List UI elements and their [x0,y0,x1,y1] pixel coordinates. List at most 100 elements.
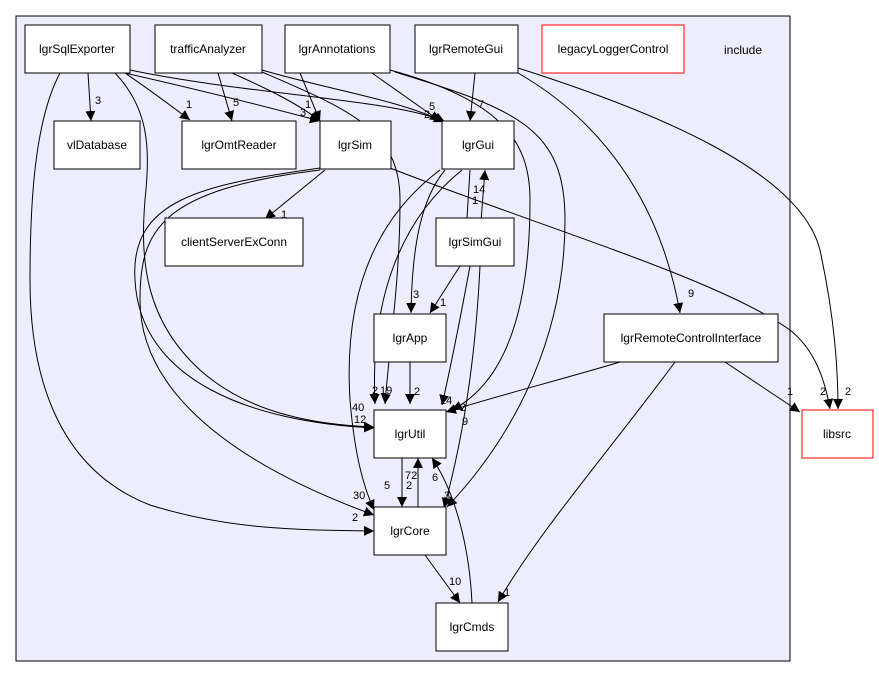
node-label: lgrRemoteGui [429,42,503,56]
edge-label: 2 [820,386,826,398]
edge-label: 1 [787,386,793,398]
edge-label: 9 [688,288,694,300]
edge-label: 2 [352,512,358,524]
edge-simgui-lgrcore [441,265,481,509]
edge-label: 1 [504,587,510,599]
edge-label: 3 [95,95,101,107]
edge-lgrcmds-lgrutil [431,457,473,604]
edge-lgrsim-libsrc [389,167,834,410]
node-label: clientServerExConn [181,235,287,249]
node-label: lgrUtil [395,427,426,441]
edge-lgrcore-lgrcmds [424,554,461,604]
node-lgrsim[interactable]: lgrSim [319,120,392,170]
edge-label: 2 [406,480,412,492]
edge-sqlexporter-lgrsim [124,72,321,124]
edge-anno-lgrcore [394,71,566,508]
node-label: lgrCore [390,524,430,538]
edges [29,67,843,604]
edge-anno-lgrgui [371,72,441,122]
edge-label: 2 [414,386,420,398]
node-clientserverexconn[interactable]: clientServerExConn [164,217,304,267]
node-lgrsimgui[interactable]: lgrSimGui [435,217,515,267]
edge-label: 2 [372,385,378,397]
node-lgrgui[interactable]: lgrGui [441,120,515,170]
edge-label: 1 [186,99,192,111]
edge-sqlexporter-vldatabase [85,72,96,122]
edge-label: 12 [354,414,366,426]
node-lgrcore[interactable]: lgrCore [373,506,447,556]
node-lgromtreader[interactable]: lgrOmtReader [181,120,297,170]
edge-label: 1 [440,297,446,309]
edge-label: 14 [440,395,452,407]
edge-gui-lgrcore [348,169,441,511]
edge-label: 7 [478,99,484,111]
node-label: lgrSqlExporter [39,42,115,56]
node-label: lgrCmds [450,620,495,634]
node-trafficanalyzer[interactable]: trafficAnalyzer [154,24,263,74]
edge-sqlexporter-lgrcore [29,72,375,536]
node-label: lgrOmtReader [201,138,276,152]
edge-rci-libsrc [724,361,801,413]
node-libsrc[interactable]: libsrc [801,409,874,459]
edge-label: 2 [424,109,430,121]
edge-gui-lgrutil [369,169,463,405]
node-lgrremotecontrolinterface[interactable]: lgrRemoteControlInterface [603,313,779,363]
edge-label: 3 [300,107,306,119]
edge-label: 72 [405,470,417,482]
edge-label: 3 [444,490,450,502]
edge-label: 19 [380,385,392,397]
edge-lgrsim-cse [264,169,326,220]
edge-label: 5 [384,480,390,492]
edge-simgui-lgrutil [439,265,471,406]
node-lgrsqlexporter[interactable]: lgrSqlExporter [24,24,131,74]
edge-lgrsim-lgrutil [134,167,375,433]
edge-sqlexporter-lgrgui [129,69,446,123]
node-label: legacyLoggerControl [558,42,669,56]
node-label: lgrRemoteControlInterface [621,331,762,345]
edge-anno-lgrutil [389,69,531,411]
edge-label: 1 [305,99,311,111]
node-label: lgrSimGui [449,235,502,249]
edge-label: 1 [281,209,287,221]
edge-label: 1 [472,195,478,207]
edge-label: 9 [462,416,468,428]
edge-sqlexporter-omtreader [124,72,191,121]
node-legacyloggercontrol[interactable]: legacyLoggerControl [541,24,685,74]
edge-label: 10 [449,576,461,588]
edge-remotegui-libsrc [517,67,843,410]
node-lgrapp[interactable]: lgrApp [373,313,447,363]
edge-label: 2 [460,402,466,414]
edge-label: 30 [353,490,365,502]
node-vldatabase[interactable]: vlDatabase [53,120,141,170]
node-lgrcmds[interactable]: lgrCmds [435,602,509,652]
node-label: lgrApp [393,331,428,345]
node-label: lgrGui [462,138,494,152]
node-label: lgrSim [338,138,372,152]
nodes: lgrSqlExporter trafficAnalyzer lgrAnnota… [24,24,874,652]
edge-label: 5 [233,97,239,109]
node-label: lgrAnnotations [299,42,376,56]
edge-rci-lgrcmds [497,361,676,603]
edge-traffic-lgrgui [261,69,445,123]
node-label: vlDatabase [67,138,127,152]
edge-simgui-lgrapp [429,265,461,314]
edge-labels: 3 1 5 1 3 2 5 7 14 1 1 1 3 9 1 2 2 40 12… [95,95,851,599]
edge-lgrsim-lgrcore [139,169,375,517]
node-lgrremotegui[interactable]: lgrRemoteGui [414,24,519,74]
edge-label: 2 [845,386,851,398]
edge-anno-lgrsim [299,72,321,122]
edge-label: 40 [352,402,364,414]
node-lgrannotations[interactable]: lgrAnnotations [284,24,391,74]
edge-sqlexporter-lgrutil [114,72,375,432]
include-cluster-label: include [724,43,762,57]
edge-label: 14 [473,184,485,196]
edge-gui-lgrapp [406,169,446,314]
edge-rci-lgrutil [445,361,621,414]
node-lgrutil[interactable]: lgrUtil [373,409,447,459]
edge-label: 6 [432,472,438,484]
node-label: trafficAnalyzer [170,42,246,56]
edge-traffic-omtreader [217,72,234,122]
edge-label: 5 [429,101,435,113]
node-label: libsrc [823,427,851,441]
